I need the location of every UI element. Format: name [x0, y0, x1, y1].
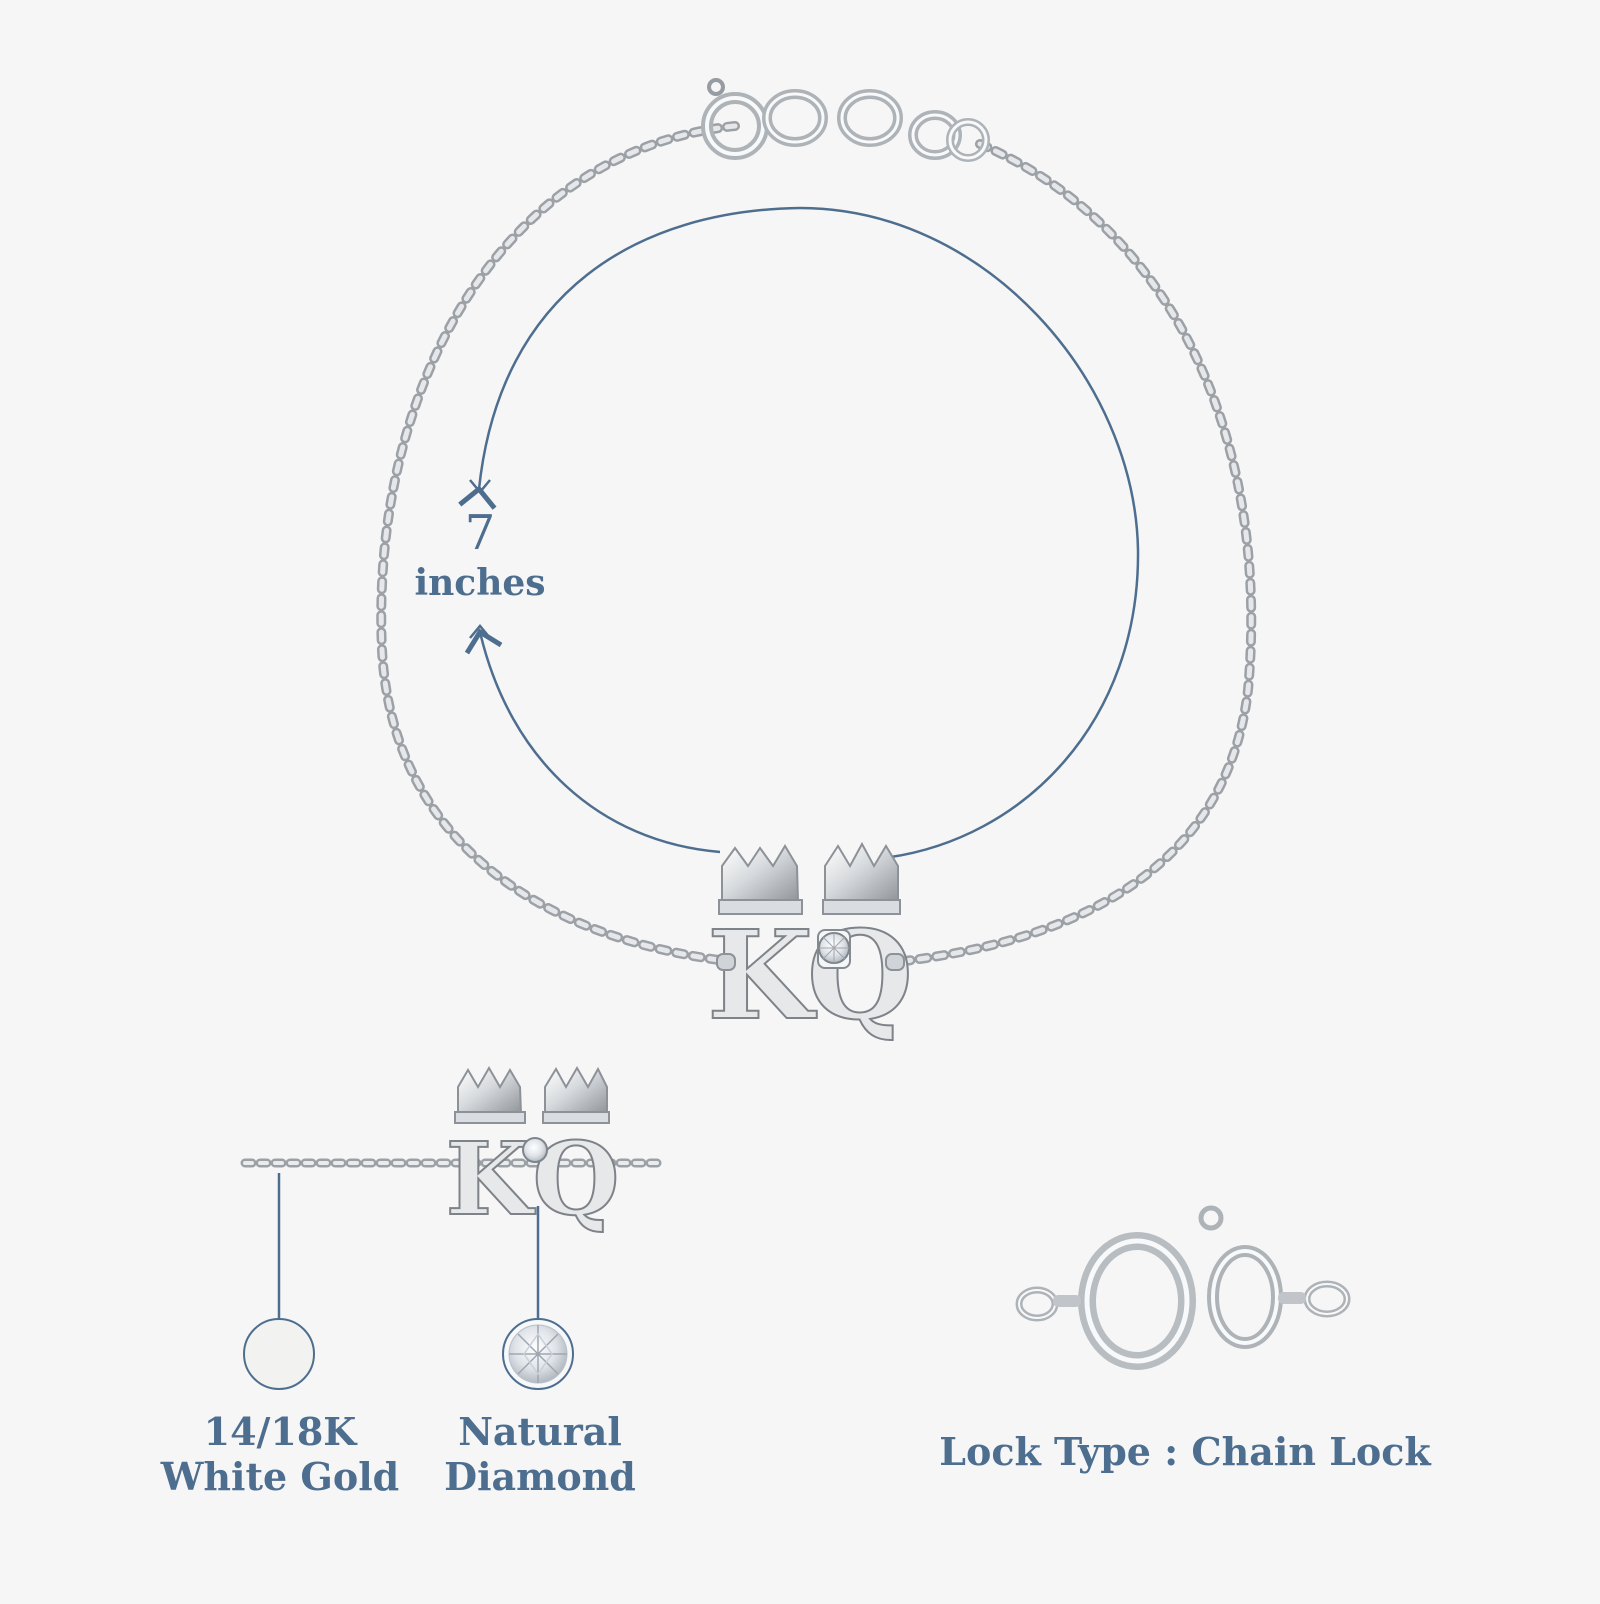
detail-letter-k: K [446, 1120, 536, 1238]
bracelet-chain [376, 121, 1257, 967]
stone-label-line-2: Diamond [444, 1453, 636, 1499]
charm-letter-k: K [707, 903, 817, 1047]
measurement-arrow-icon [458, 206, 1140, 860]
detail-letter-q: Q [532, 1120, 619, 1238]
diamond-swatch-icon [502, 1318, 574, 1390]
lock-type-label: Lock Type : Chain Lock [939, 1429, 1431, 1474]
top-clasp [701, 78, 990, 162]
charm-letter-q: Q [807, 903, 913, 1047]
feature-leader-lines [277, 1173, 540, 1318]
chain-lock-clasp-icon [1015, 1205, 1351, 1370]
measurement-unit: inches [414, 562, 546, 604]
stone-label-line-1: Natural [458, 1409, 622, 1454]
metal-label-line-1: 14/18K [203, 1409, 357, 1454]
kq-charm-detail: K Q [445, 1066, 621, 1239]
stone-label: Natural Diamond [425, 1409, 655, 1500]
white-gold-swatch-icon [243, 1318, 315, 1390]
measurement-value: 7 [464, 505, 496, 561]
kq-charm-main: K Q [706, 841, 914, 1048]
metal-label: 14/18K White Gold [150, 1409, 410, 1500]
metal-label-line-2: White Gold [160, 1453, 400, 1499]
